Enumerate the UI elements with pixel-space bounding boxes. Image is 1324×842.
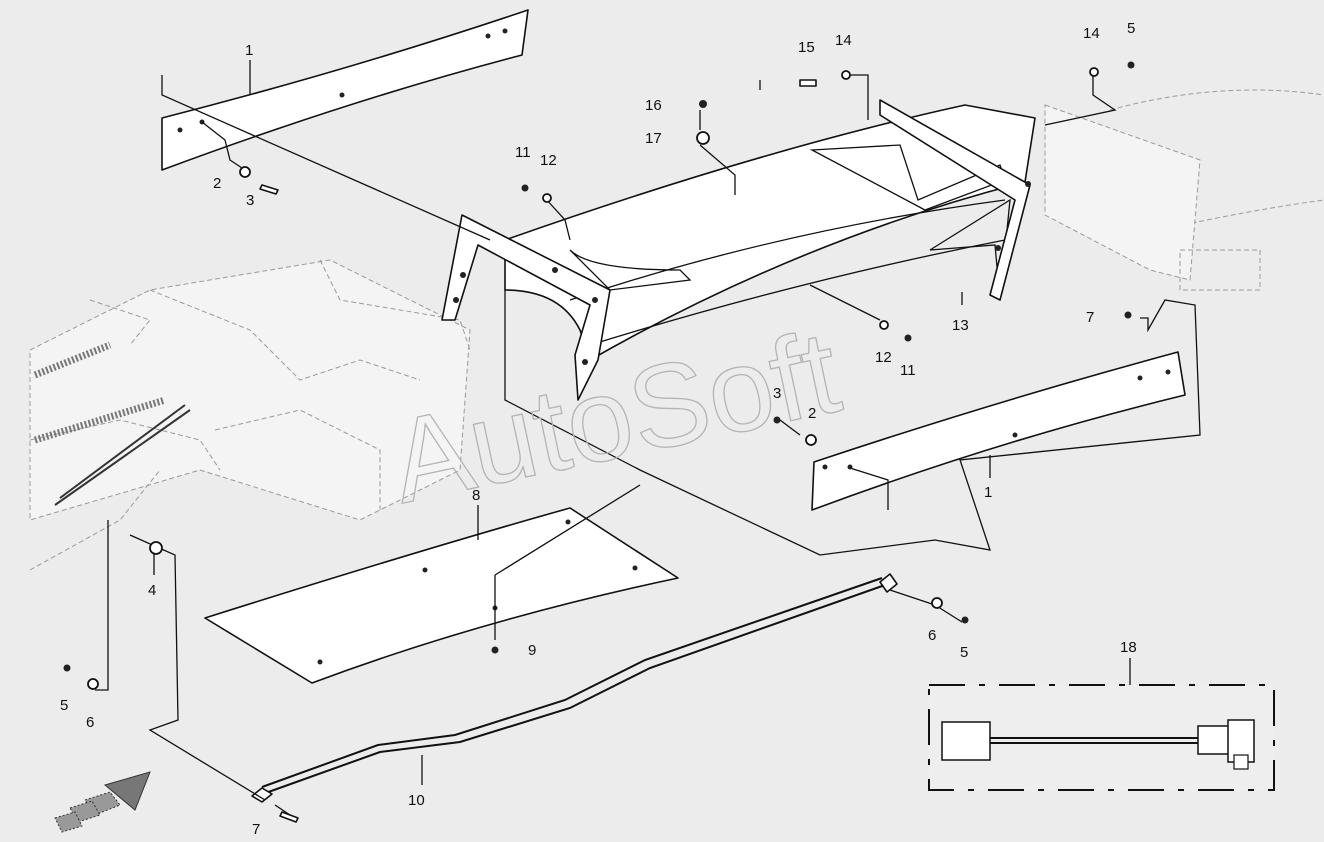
callout-12: 12 xyxy=(540,152,557,169)
ghost-chassis-left xyxy=(29,259,471,571)
hardware xyxy=(63,61,1135,823)
callout-6: 6 xyxy=(86,714,94,731)
callout-2: 2 xyxy=(213,175,221,192)
callout-5: 5 xyxy=(60,697,68,714)
u-bracket xyxy=(441,214,611,401)
ghost-springs xyxy=(33,341,191,506)
callout-1: 1 xyxy=(245,42,253,59)
callout-12: 12 xyxy=(875,349,892,366)
rod-part-10 xyxy=(251,573,898,803)
callout-15: 15 xyxy=(798,39,815,56)
plate-part-8 xyxy=(204,507,679,684)
callout-5: 5 xyxy=(960,644,968,661)
plate-part-1-top xyxy=(161,9,529,171)
callout-6: 6 xyxy=(928,627,936,644)
callout-11: 11 xyxy=(515,144,531,161)
callout-2: 2 xyxy=(808,405,816,422)
callout-8: 8 xyxy=(472,487,480,504)
callout-11: 11 xyxy=(900,362,916,379)
detail-box-part-18 xyxy=(928,684,1275,791)
callout-9: 9 xyxy=(528,642,536,659)
callout-18: 18 xyxy=(1120,639,1137,656)
plate-part-1-right xyxy=(811,351,1186,511)
frame-beam-part-13 xyxy=(504,104,1036,361)
callout-7: 7 xyxy=(252,821,260,838)
callout-1: 1 xyxy=(984,484,992,501)
callout-17: 17 xyxy=(645,130,662,147)
callout-16: 16 xyxy=(645,97,662,114)
callout-10: 10 xyxy=(408,792,425,809)
callout-4: 4 xyxy=(148,582,156,599)
callout-labels: 1 1 2 2 3 3 4 5 5 5 6 6 7 7 8 9 10 11 11… xyxy=(60,20,1137,838)
ghost-chassis-right xyxy=(1044,89,1324,291)
callout-14: 14 xyxy=(1083,25,1100,42)
callout-5: 5 xyxy=(1127,20,1135,37)
callout-3: 3 xyxy=(246,192,254,209)
direction-arrow-icon xyxy=(54,771,151,833)
callout-13: 13 xyxy=(952,317,969,334)
callout-14: 14 xyxy=(835,32,852,49)
callout-7: 7 xyxy=(1086,309,1094,326)
callout-3: 3 xyxy=(773,385,781,402)
